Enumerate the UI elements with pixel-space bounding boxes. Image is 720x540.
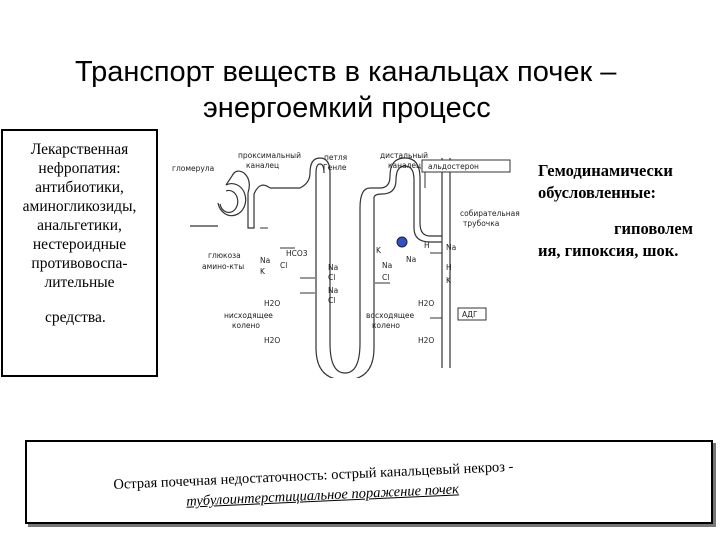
left-line-1: нефропатия:: [3, 159, 156, 178]
label-henle-2: Генле: [323, 163, 347, 172]
label-adh: АДГ: [462, 310, 478, 319]
label-na-4: Na: [382, 261, 392, 270]
label-collecting: собирательная: [460, 209, 520, 218]
label-collecting-2: трубочка: [463, 219, 499, 228]
label-hco3: HCO3: [286, 249, 308, 258]
label-ascending: восходящее: [366, 311, 415, 320]
label-cl-1: Cl: [280, 261, 287, 270]
left-line-7: лительные: [3, 273, 156, 292]
label-proximal-2: каналец: [246, 161, 279, 170]
title-line-1: Транспорт веществ в канальцах почек –: [40, 54, 720, 90]
label-descending: нисходящее: [224, 311, 273, 320]
label-k-2: K: [376, 246, 382, 255]
label-na-2: Na: [328, 263, 338, 272]
descending-limb-inner: [316, 164, 374, 378]
label-na-5: Na: [446, 243, 456, 252]
label-henle: петля: [324, 153, 347, 162]
label-h2o-3: H2O: [418, 299, 434, 308]
label-amino: амино-кты: [202, 262, 244, 271]
pump-marker: [397, 237, 407, 247]
right-line-2: гиповолем: [538, 218, 720, 240]
hemodynamic-column: Гемодинамически обусловленные: гиповолем…: [538, 160, 720, 262]
left-line-3: аминогликозиды,: [3, 197, 156, 216]
left-line-4: анальгетики,: [3, 216, 156, 235]
right-line-3: ия, гипоксия, шок.: [538, 240, 720, 262]
glomerulus-inner: [220, 190, 238, 212]
label-na-1: Na: [260, 256, 270, 265]
nephron-diagram: альдостерон АДГ гломерула проксимальный …: [160, 128, 538, 378]
label-distal-2: каналец: [388, 161, 421, 170]
label-h2o-2: H2O: [264, 336, 280, 345]
label-aldosterone: альдостерон: [428, 162, 479, 171]
left-line-2: антибиотики,: [3, 178, 156, 197]
glomerulus-capsule: [218, 184, 246, 216]
label-distal: дистальный: [380, 151, 428, 160]
label-proximal: проксимальный: [238, 151, 301, 160]
label-k-1: K: [260, 267, 266, 276]
acute-renal-failure-box: Острая почечная недостаточность: острый …: [25, 440, 713, 524]
distal-tubule-inner: [374, 166, 442, 242]
left-line-5: нестероидные: [3, 235, 156, 254]
left-line-last: средства.: [3, 308, 156, 327]
label-descending-2: колено: [232, 321, 260, 330]
drug-nephropathy-box: Лекарственная нефропатия: антибиотики, а…: [1, 129, 158, 377]
slide-title: Транспорт веществ в канальцах почек – эн…: [40, 54, 720, 126]
title-line-2: энергоемкий процесс: [40, 90, 720, 126]
label-k-3: K: [446, 276, 452, 285]
label-h2o-4: H2O: [418, 336, 434, 345]
label-cl-4: Cl: [382, 273, 389, 282]
left-line-6: противовоспа-: [3, 254, 156, 273]
right-line-1: обусловленные:: [538, 182, 720, 204]
label-cl-3: Cl: [328, 296, 335, 305]
label-h2o-1: H2O: [264, 299, 280, 308]
label-glucose: глюкоза: [208, 251, 241, 260]
bottom-text: Острая почечная недостаточность: острый …: [113, 451, 634, 515]
label-h-2: H: [446, 263, 452, 272]
label-cl-2: Cl: [328, 273, 335, 282]
label-glomerulus: гломерула: [172, 164, 214, 173]
proximal-tubule: [226, 171, 270, 228]
right-line-0: Гемодинамически: [538, 160, 720, 182]
left-line-0: Лекарственная: [3, 140, 156, 159]
label-na-6: Na: [406, 255, 416, 264]
label-ascending-2: колено: [372, 321, 400, 330]
label-na-3: Na: [328, 286, 338, 295]
label-h-1: H: [424, 241, 430, 250]
